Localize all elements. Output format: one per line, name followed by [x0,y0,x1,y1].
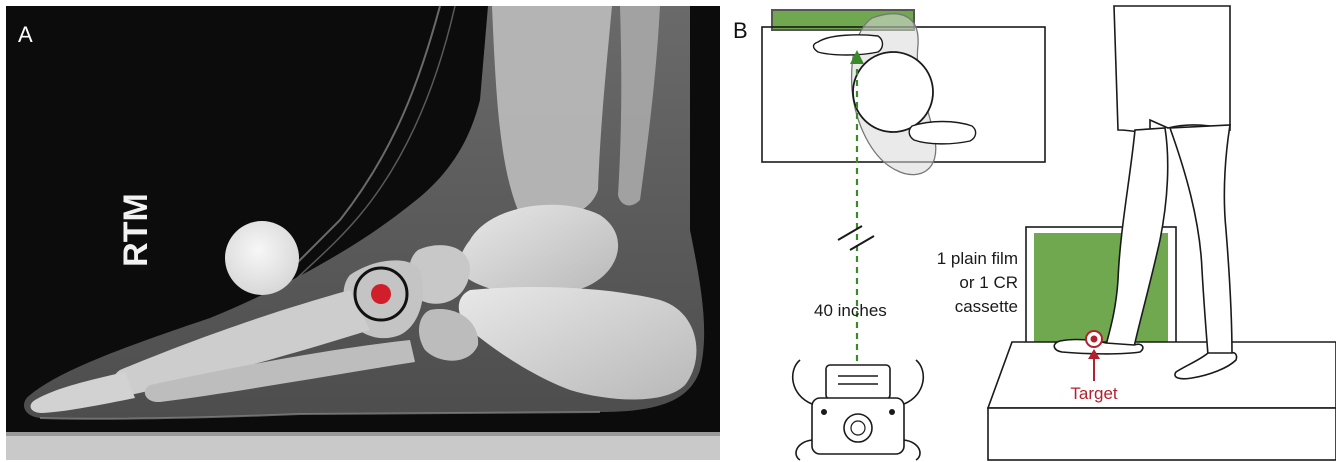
target-dot [371,284,391,304]
film-label-line3: cassette [955,297,1018,316]
xray-table [6,432,720,460]
diagram-target-dot [1091,336,1098,343]
shorts [1114,6,1230,134]
platform-front [988,408,1336,460]
film-label-line2: or 1 CR [959,273,1018,292]
panel-label-a: A [18,22,33,47]
reference-coin [225,221,299,295]
xray-panel: RTM A [6,6,720,460]
film-label-line1: 1 plain film [937,249,1018,268]
target-label: Target [1070,384,1118,403]
top-view-body [853,52,933,132]
panel-label-b: B [733,18,748,43]
xray-table-edge [6,432,720,436]
platform-top [988,342,1336,408]
diagram-panel: B 40 inches [726,0,1336,462]
top-view-foot-right [909,122,975,144]
xray-marker: RTM [117,193,155,267]
distance-label: 40 inches [814,301,887,320]
